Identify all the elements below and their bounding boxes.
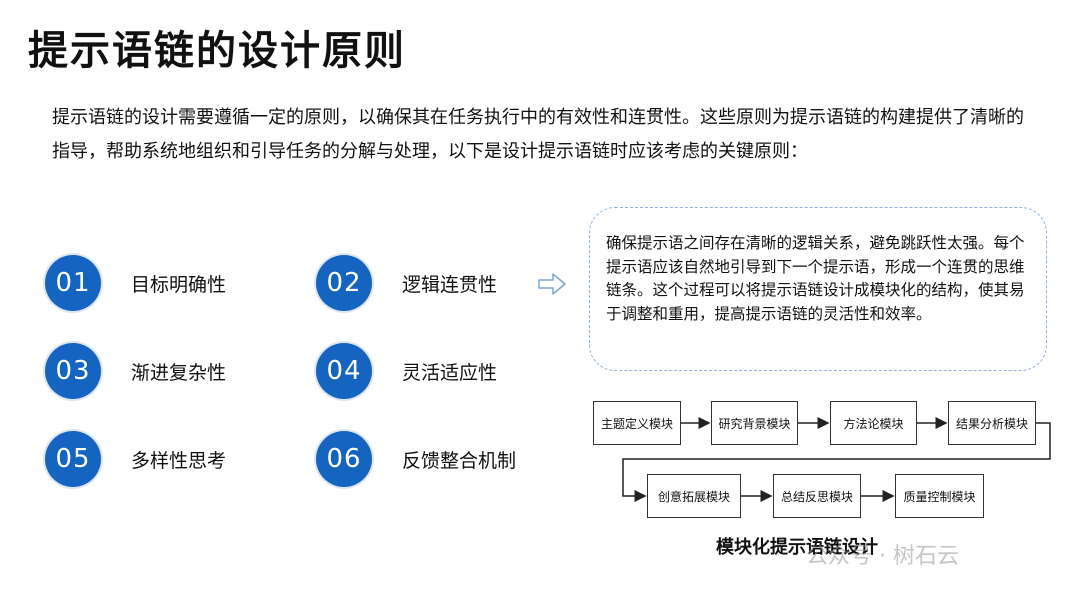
flow-module-box: 总结反思模块 — [773, 474, 861, 518]
flow-module-box: 方法论模块 — [830, 401, 917, 445]
flow-module-box: 主题定义模块 — [593, 401, 681, 445]
flow-caption: 模块化提示语链设计 — [716, 537, 878, 558]
principle-number-badge: 02 — [316, 255, 372, 311]
principle-item-01: 01 目标明确性 — [45, 254, 226, 312]
callout-text: 确保提示语之间存在清晰的逻辑关系，避免跳跃性太强。每个提示语应该自然地引导到下一… — [606, 234, 1025, 323]
principle-number-badge: 06 — [316, 431, 372, 487]
hollow-right-arrow-icon — [538, 273, 566, 295]
intro-paragraph: 提示语链的设计需要遵循一定的原则，以确保其在任务执行中的有效性和连贯性。这些原则… — [52, 107, 1024, 162]
principle-label: 灵活适应性 — [402, 361, 498, 384]
flow-module-box: 研究背景模块 — [711, 401, 798, 445]
principle-item-06: 06 反馈整合机制 — [316, 430, 516, 488]
flow-module-box: 质量控制模块 — [895, 474, 984, 518]
principle-number-badge: 03 — [45, 343, 101, 399]
principle-number-badge: 04 — [316, 343, 372, 399]
principle-label: 渐进复杂性 — [131, 361, 227, 384]
principle-number-badge: 05 — [45, 431, 101, 487]
principle-label: 逻辑连贯性 — [402, 273, 498, 296]
principle-detail-callout: 确保提示语之间存在清晰的逻辑关系，避免跳跃性太强。每个提示语应该自然地引导到下一… — [589, 207, 1047, 371]
watermark-text: 公众号 · 树石云 — [806, 544, 959, 569]
principle-item-04: 04 灵活适应性 — [316, 342, 497, 400]
principle-label: 反馈整合机制 — [402, 449, 517, 472]
principle-number-badge: 01 — [45, 255, 101, 311]
principle-item-05: 05 多样性思考 — [45, 430, 226, 488]
principle-label: 多样性思考 — [131, 449, 227, 472]
principle-item-03: 03 渐进复杂性 — [45, 342, 226, 400]
principle-label: 目标明确性 — [131, 273, 227, 296]
flow-module-box: 结果分析模块 — [948, 401, 1036, 445]
flow-module-box: 创意拓展模块 — [647, 474, 741, 518]
watermark: 公众号 · 树石云 — [806, 538, 959, 570]
page-title: 提示语链的设计原则 — [28, 28, 406, 74]
principle-item-02: 02 逻辑连贯性 — [316, 254, 497, 312]
